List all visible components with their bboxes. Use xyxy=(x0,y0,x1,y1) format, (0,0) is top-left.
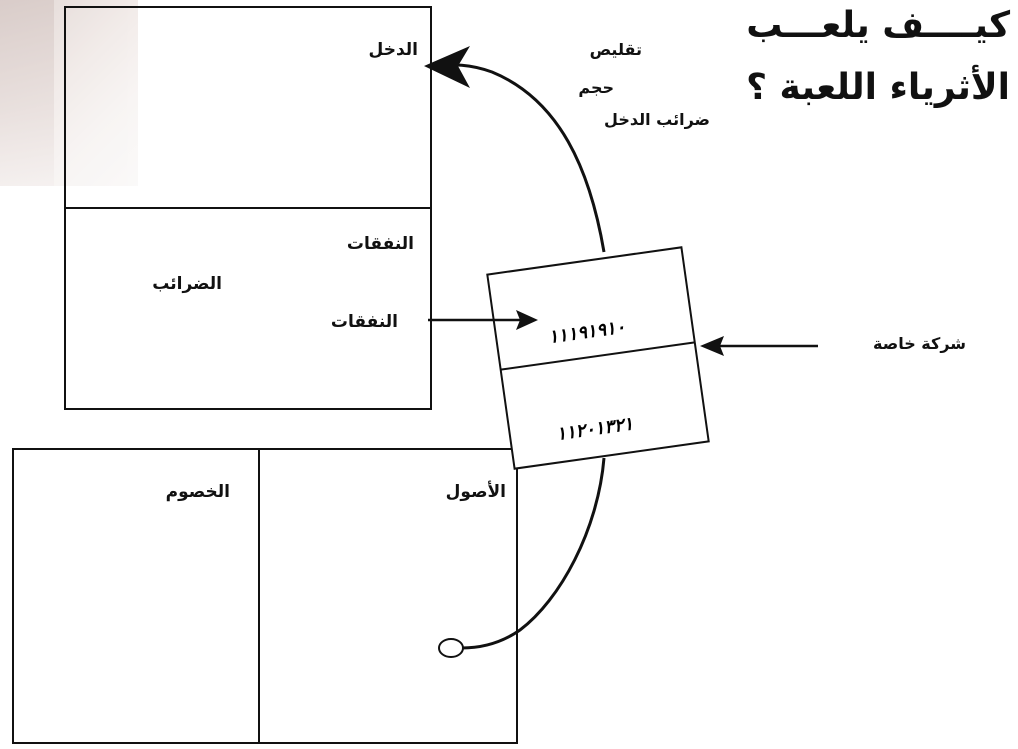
title-line-1: كيــــف يلعـــب xyxy=(746,5,1010,46)
liabilities-label: الخصوم xyxy=(165,482,230,502)
assets-label: الأصول xyxy=(445,482,506,502)
annotation-line-1: تقليص xyxy=(589,40,642,59)
faded-photo-fragment xyxy=(0,0,138,186)
expenses-arrow-head xyxy=(516,310,538,330)
private-company-arrow-head xyxy=(700,336,724,356)
private-company-label: شركة خاصة xyxy=(873,334,966,353)
income-tax-arrow-curve xyxy=(435,63,606,253)
expenses-label-2: النفقات xyxy=(330,312,398,332)
title-line-2: الأثرياء اللعبة ؟ xyxy=(746,67,1010,108)
balance-sheet-divider xyxy=(258,448,260,744)
balance-sheet-box xyxy=(12,448,518,744)
company-box xyxy=(486,246,710,470)
annotation-line-2: حجم xyxy=(578,78,614,97)
assets-link-circle xyxy=(438,638,464,658)
income-label: الدخل xyxy=(368,40,418,60)
annotation-line-3: ضرائب الدخل xyxy=(604,110,710,129)
company-box-divider xyxy=(500,341,695,371)
expenses-label: النفقات xyxy=(346,234,414,254)
taxes-label: الضرائب xyxy=(152,274,222,294)
income-statement-divider xyxy=(64,207,432,209)
income-tax-arrow-head xyxy=(424,46,470,88)
assets-link-curve xyxy=(461,457,606,650)
